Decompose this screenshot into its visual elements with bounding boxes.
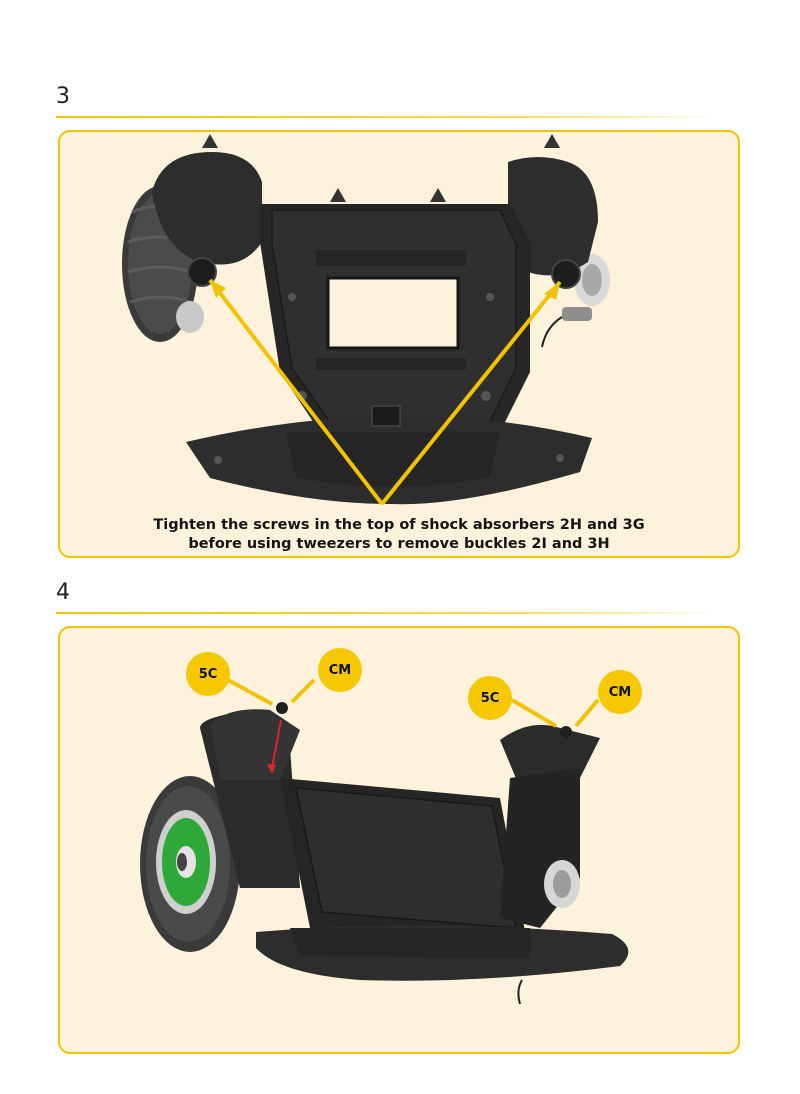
step-3-caption: Tighten the screws in the top of shock a…: [60, 516, 738, 554]
step-3-illustration: [60, 132, 740, 558]
label-cm-left: CM: [318, 648, 362, 692]
chassis-perspective: [200, 702, 628, 1004]
step-4-panel: 5C CM 5C CM: [58, 626, 740, 1054]
step-3-panel: Tighten the screws in the top of shock a…: [58, 130, 740, 558]
step-3-number: 3: [56, 84, 70, 109]
caption-line-1: Tighten the screws in the top of shock a…: [60, 516, 738, 535]
label-cm-right: CM: [598, 670, 642, 714]
label-5c-right: 5C: [468, 676, 512, 720]
step-4-divider: [56, 612, 722, 614]
caption-line-2: before using tweezers to remove buckles …: [60, 535, 738, 554]
step-3-divider: [56, 116, 722, 118]
label-5c-left: 5C: [186, 652, 230, 696]
step-4-number: 4: [56, 580, 70, 605]
